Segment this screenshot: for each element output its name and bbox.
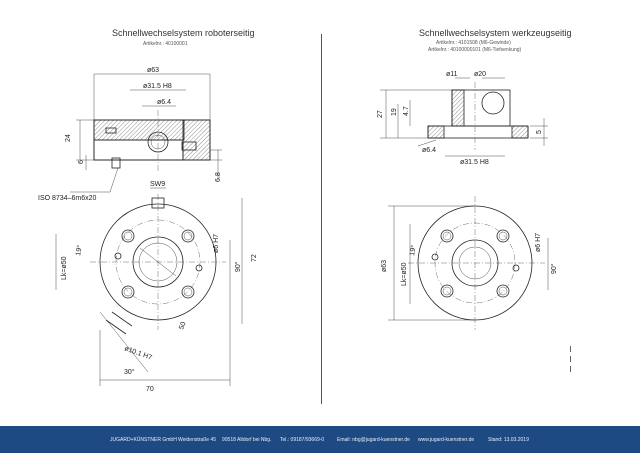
right-article-1: Artikelnr.: 4101508 (M6-Gewinde) — [436, 40, 511, 46]
page-divider — [321, 34, 322, 404]
left-iso-label: ISO 8734–6m6x20 — [38, 195, 96, 202]
right-side-view — [380, 77, 548, 157]
left-dim-d64: ø6.4 — [157, 99, 171, 106]
left-dim-lk50: Lk=ø50 — [61, 256, 68, 280]
left-top-view — [55, 187, 243, 386]
right-dim-a19: 19° — [408, 244, 418, 256]
footer-company: JUGARD+KÜNSTNER GmbH — [110, 437, 177, 443]
left-dim-a30: 30° — [124, 368, 135, 376]
left-dim-h6: 6 — [78, 160, 85, 164]
right-article-2: Artikelnr.: 40100000101 (M6-Tiefsenkung) — [428, 47, 522, 53]
right-top-view — [388, 196, 549, 330]
left-dim-h72: 72 — [251, 254, 258, 262]
left-dim-h68: 6.8 — [215, 172, 222, 182]
left-dim-h24: 24 — [65, 134, 72, 142]
footer-bar: JUGARD+KÜNSTNER GmbH Weidenstraße 45 905… — [0, 426, 640, 453]
right-dim-h19: 19 — [391, 108, 398, 116]
left-dim-a19: 19° — [74, 244, 84, 256]
right-dim-d20: ø20 — [474, 71, 486, 78]
right-dim-d63: ø63 — [381, 260, 388, 272]
left-dim-sw9: SW9 — [150, 181, 165, 188]
right-dim-h27: 27 — [377, 110, 384, 118]
footer-website[interactable]: www.jugard-kuenstner.de — [418, 437, 475, 443]
right-dim-d315: ø31.5 H8 — [460, 159, 489, 166]
footer-email[interactable]: Email: nbg@jugard-kuenstner.de — [337, 437, 410, 443]
right-dim-lk50: Lk=ø50 — [401, 262, 408, 286]
margin-ticks — [570, 346, 572, 376]
left-dim-d6h7: ø6 H7 — [213, 234, 220, 253]
right-dim-d6h7: ø6 H7 — [535, 233, 542, 252]
right-dim-d64: ø6.4 — [422, 147, 436, 154]
left-side-view — [70, 73, 222, 193]
left-article: Artikelnr.: 40100001 — [143, 41, 188, 47]
footer-phone: Tel.: 09187/93669-0 — [280, 437, 325, 443]
right-title: Schnellwechselsystem werkzeugseitig — [419, 28, 572, 38]
left-title: Schnellwechselsystem roboterseitig — [112, 28, 255, 38]
footer-stand: Stand: 13.03.2019 — [488, 437, 529, 443]
footer-street: Weidenstraße 45 — [178, 437, 216, 443]
left-dim-w70: 70 — [146, 386, 154, 393]
left-dim-a90: 90° — [234, 261, 242, 272]
footer-city: 90518 Altdorf bei Nbg. — [222, 437, 272, 443]
right-dim-a90: 90° — [550, 263, 558, 274]
right-dim-h47: 4.7 — [403, 106, 410, 116]
left-dim-d63: ø63 — [147, 67, 159, 74]
right-dim-d11: ø11 — [446, 71, 458, 78]
left-dim-h50: 50 — [178, 321, 187, 331]
left-dim-d315: ø31.5 H8 — [143, 83, 172, 90]
right-dim-h5: 5 — [536, 130, 543, 134]
